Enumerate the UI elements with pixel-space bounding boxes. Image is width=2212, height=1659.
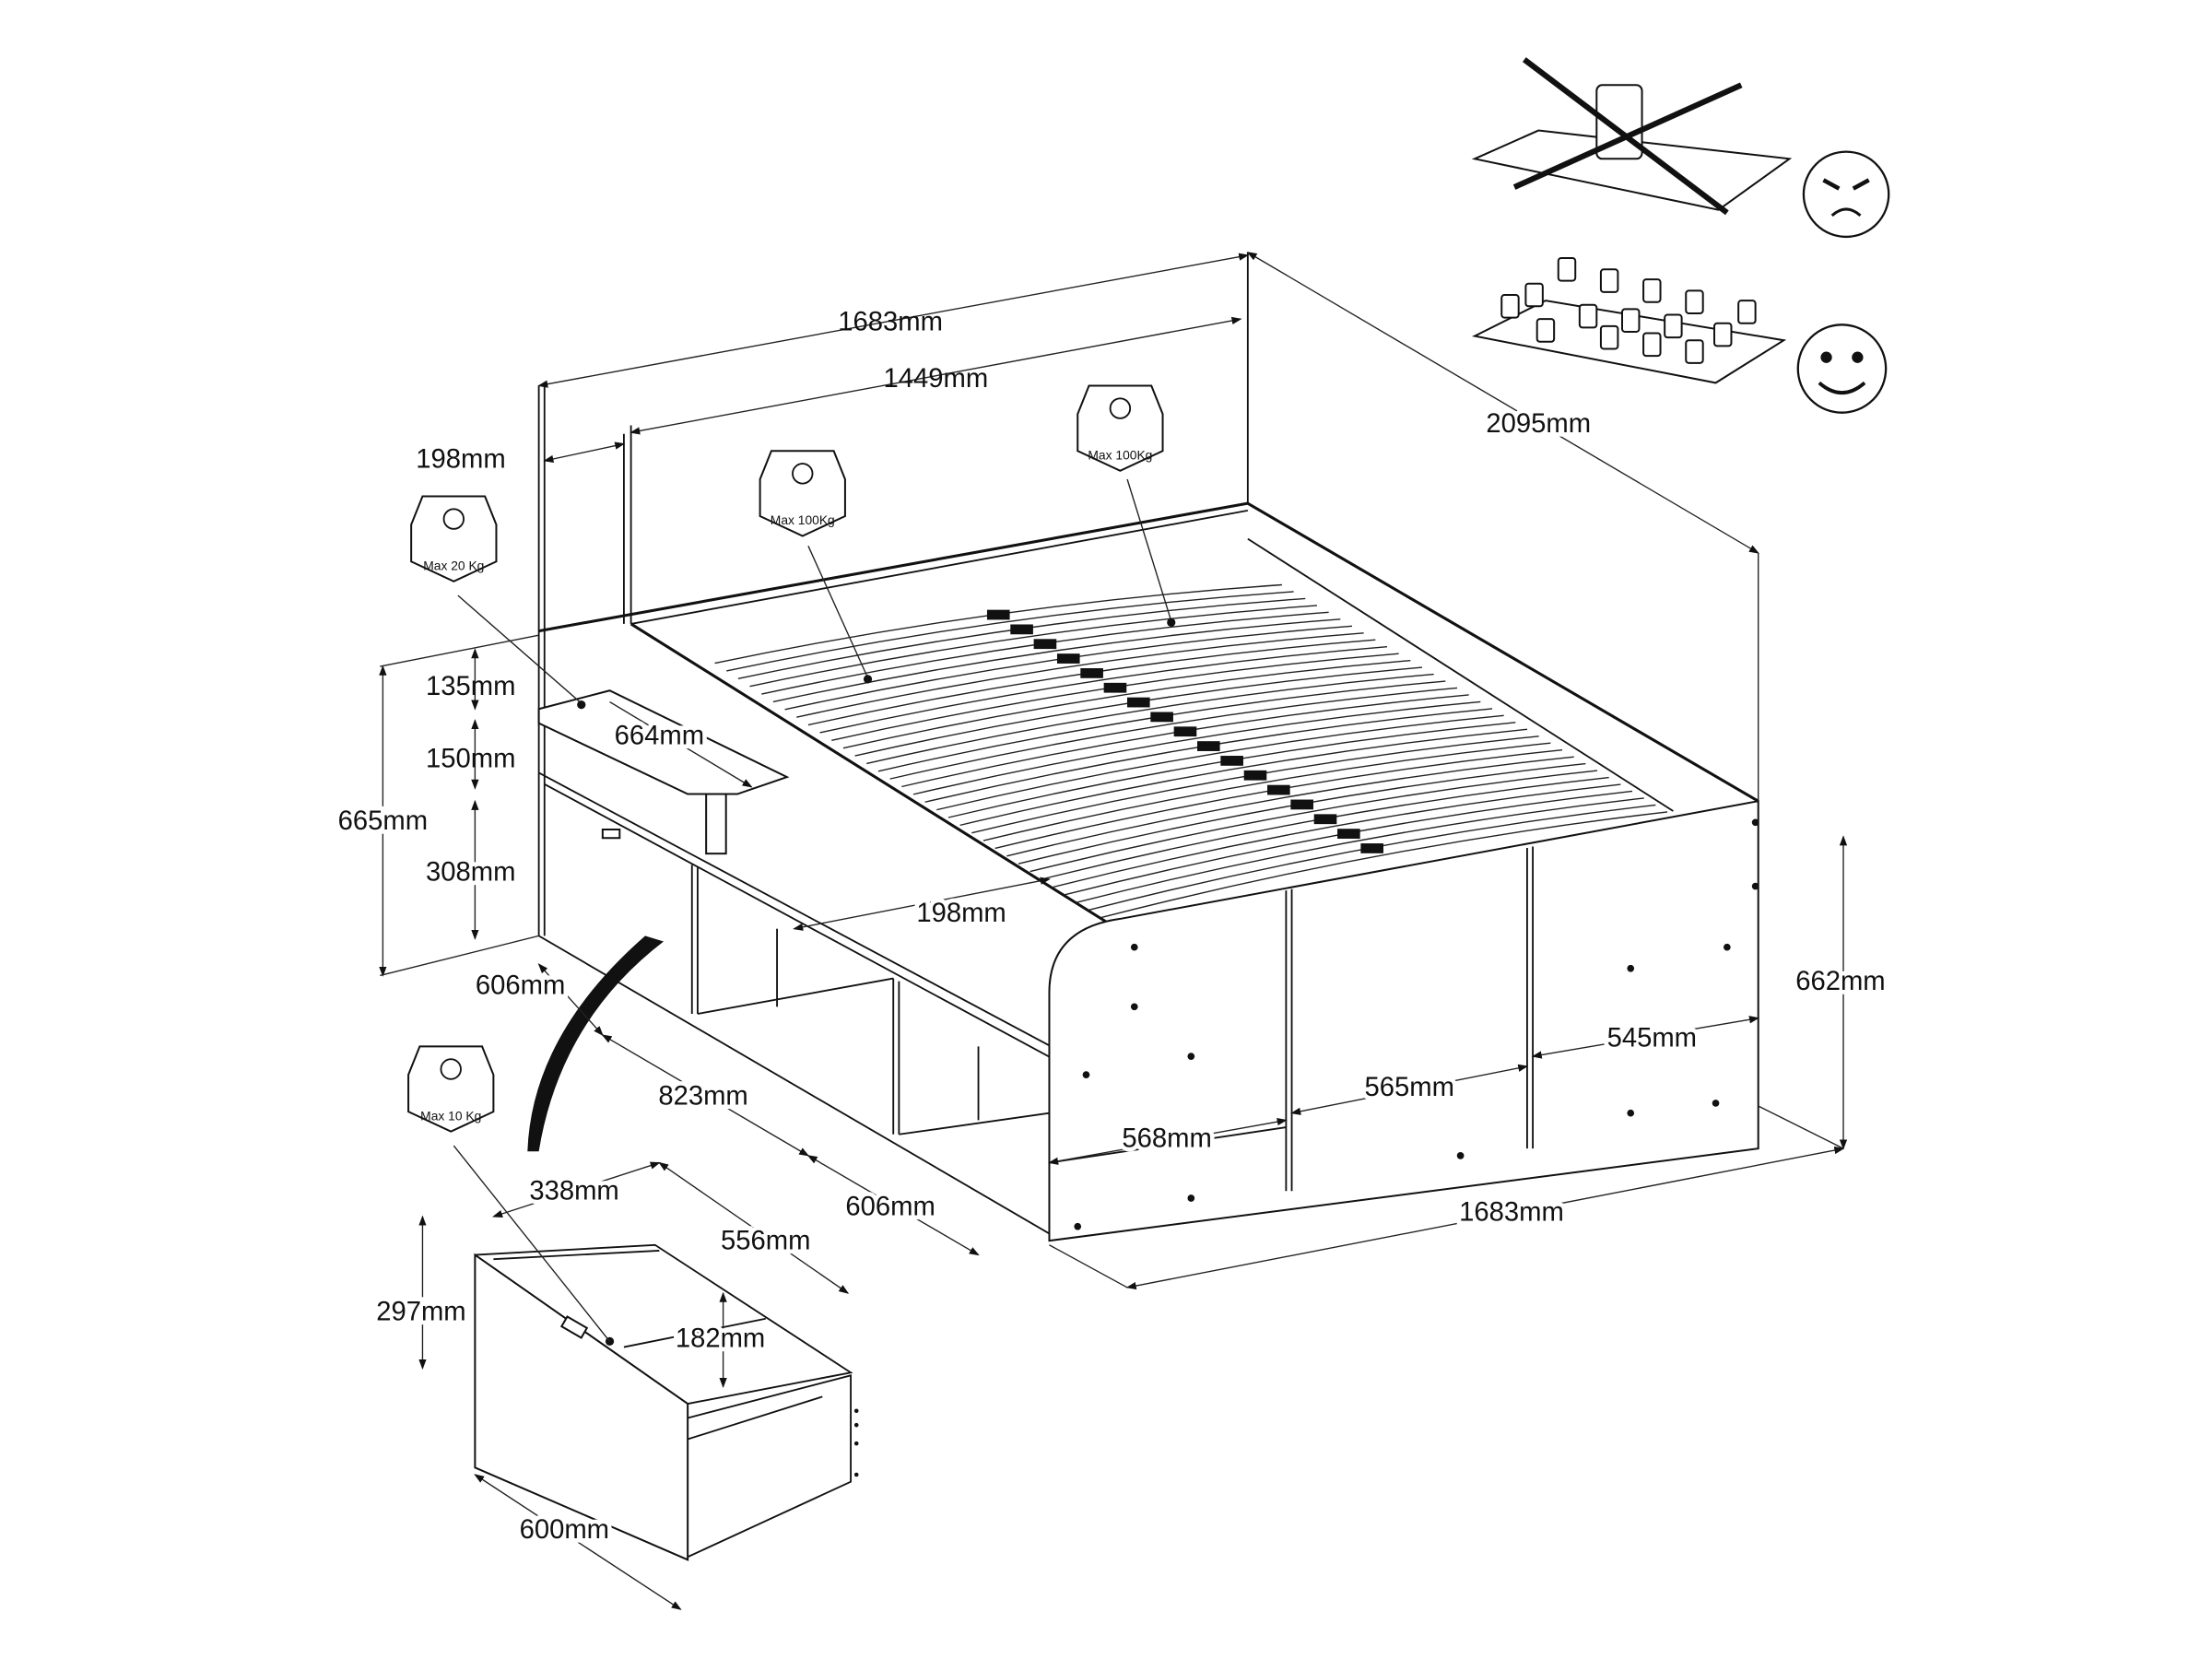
side-section-right-label: 606mm bbox=[845, 1192, 935, 1221]
slat-holder bbox=[1337, 829, 1360, 839]
side-height-label: 665mm bbox=[338, 806, 428, 836]
weight bbox=[1621, 308, 1641, 334]
shelf-load-label: Max 20 Kg bbox=[423, 558, 484, 572]
weight bbox=[1524, 282, 1544, 308]
slat-holder bbox=[1313, 814, 1337, 825]
weight bbox=[1599, 324, 1619, 350]
drawer-removal-arrow bbox=[527, 935, 664, 1152]
slat bbox=[912, 700, 1481, 795]
smiling-face-icon bbox=[1796, 324, 1888, 414]
side-section-middle-label: 823mm bbox=[658, 1081, 747, 1111]
foot-drawer-middle-label: 565mm bbox=[1365, 1073, 1454, 1102]
slat-holder bbox=[1360, 843, 1383, 853]
slat-holder bbox=[1220, 756, 1243, 766]
overall-length-label: 2095mm bbox=[1486, 409, 1591, 439]
weight bbox=[1535, 318, 1556, 343]
slat-holder bbox=[1033, 639, 1057, 650]
slat-holder bbox=[1243, 770, 1267, 781]
weight bbox=[1599, 268, 1619, 293]
slat bbox=[726, 591, 1294, 672]
slat-holder bbox=[1267, 784, 1290, 795]
weight bbox=[1578, 303, 1598, 329]
slat bbox=[982, 742, 1551, 841]
slat-holder bbox=[1197, 741, 1220, 751]
weight bbox=[1642, 332, 1662, 358]
foot-drawer-left-label: 568mm bbox=[1122, 1124, 1211, 1154]
slat bbox=[889, 687, 1458, 780]
weight bbox=[1685, 289, 1704, 315]
slat-width-label: 1449mm bbox=[884, 364, 989, 394]
slats-right-load-icon: Max 100Kg bbox=[1077, 384, 1164, 472]
slat bbox=[924, 708, 1493, 803]
lower-compartment-height-label: 308mm bbox=[426, 857, 515, 887]
distributed-weights bbox=[1500, 257, 1757, 364]
side-depth-label: 198mm bbox=[916, 899, 1006, 928]
slat bbox=[831, 653, 1399, 741]
slat bbox=[1053, 783, 1621, 888]
weight bbox=[1713, 322, 1733, 347]
weight bbox=[1500, 294, 1520, 319]
slat bbox=[807, 639, 1376, 726]
angry-face-icon bbox=[1802, 150, 1890, 239]
slat bbox=[819, 646, 1388, 734]
slat bbox=[1030, 770, 1598, 873]
drawer-length-label: 556mm bbox=[721, 1226, 810, 1255]
weight bbox=[1664, 313, 1683, 339]
side-shelf-width-label: 198mm bbox=[416, 445, 505, 475]
slat bbox=[1100, 811, 1668, 919]
drawer-width-label: 600mm bbox=[520, 1515, 609, 1545]
drawer-height-label: 297mm bbox=[376, 1297, 465, 1326]
slat bbox=[959, 728, 1528, 827]
dimension-lines bbox=[379, 252, 1848, 1610]
slat-holder bbox=[1126, 697, 1150, 708]
slat bbox=[761, 611, 1329, 695]
slat-holder bbox=[1150, 712, 1173, 723]
foot-drawer-right-label: 545mm bbox=[1607, 1023, 1697, 1053]
slat bbox=[936, 714, 1504, 811]
slat bbox=[796, 632, 1364, 718]
slat bbox=[749, 605, 1318, 688]
slat-holder bbox=[1173, 726, 1197, 737]
weight bbox=[1557, 257, 1577, 282]
weight bbox=[1737, 300, 1757, 324]
slat bbox=[842, 659, 1411, 749]
slat-holder bbox=[1080, 668, 1103, 678]
slat-center-rail bbox=[986, 609, 1383, 853]
dimension-labels: 1683mm 1449mm 198mm 2095mm 135mm 150mm 6… bbox=[334, 307, 1889, 1548]
drawer-load-icon: Max 10 Kg bbox=[407, 1045, 495, 1133]
overall-width-bottom-label: 1683mm bbox=[1459, 1198, 1564, 1228]
distributed-load-correct bbox=[1471, 257, 1787, 384]
concentrated-load-wrong bbox=[1471, 57, 1793, 216]
slats-left-load-label: Max 100Kg bbox=[771, 512, 835, 527]
slat bbox=[866, 673, 1434, 765]
slat bbox=[784, 625, 1353, 711]
drawer-depth-top-label: 338mm bbox=[529, 1177, 618, 1206]
slat-holder bbox=[986, 609, 1010, 620]
foot-height-label: 662mm bbox=[1795, 967, 1885, 996]
shelf-gap-middle-label: 150mm bbox=[426, 744, 515, 773]
slat-holder bbox=[1103, 682, 1127, 693]
slat-holder bbox=[1056, 653, 1080, 664]
slats-right-load-label: Max 100Kg bbox=[1088, 447, 1152, 462]
slat bbox=[854, 666, 1423, 757]
shelf-gap-top-label: 135mm bbox=[426, 672, 515, 701]
slats-left-load-icon: Max 100Kg bbox=[759, 450, 846, 537]
weight bbox=[1685, 339, 1704, 364]
side-section-left-label: 606mm bbox=[476, 971, 565, 1000]
slat bbox=[1006, 756, 1574, 857]
drawer-inner-height-label: 182mm bbox=[676, 1324, 765, 1354]
weight bbox=[1642, 278, 1662, 303]
drawer-load-label: Max 10 Kg bbox=[420, 1108, 481, 1123]
slat-holder bbox=[1010, 624, 1033, 635]
shelf-load-icon: Max 20 Kg bbox=[410, 495, 498, 582]
overall-width-top-label: 1683mm bbox=[838, 307, 943, 336]
slat-holder bbox=[1290, 799, 1313, 810]
shelf-length-label: 664mm bbox=[615, 722, 704, 751]
slat bbox=[772, 618, 1341, 703]
slat bbox=[1077, 797, 1644, 903]
